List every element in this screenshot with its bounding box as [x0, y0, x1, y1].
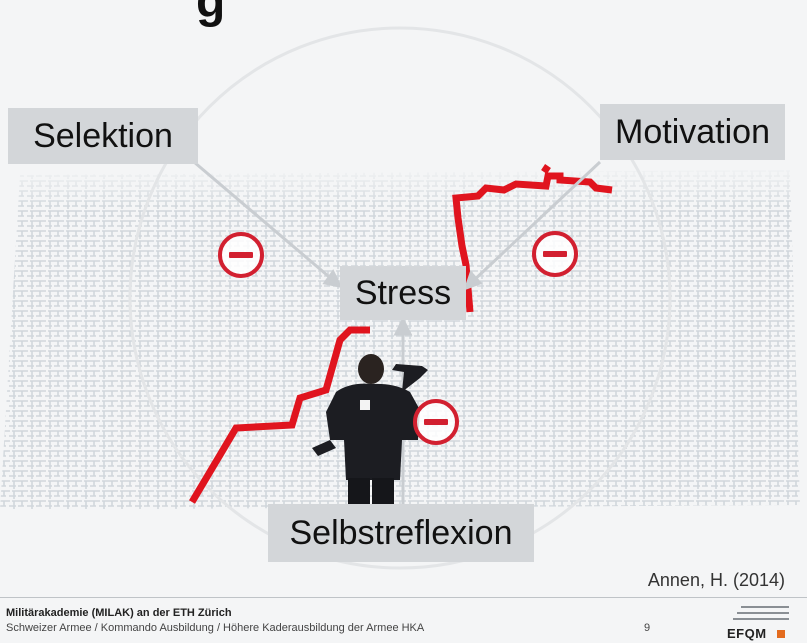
arrowhead-motivation	[463, 270, 483, 291]
cycle-circle	[128, 26, 672, 570]
footer-institution: Militärakademie (MILAK) an der ETH Züric…	[6, 607, 232, 619]
node-selbstreflexion: Selbstreflexion	[268, 504, 534, 562]
arrows	[193, 160, 602, 504]
page-number: 9	[644, 622, 651, 634]
efqm-logo-icon	[733, 606, 789, 638]
footer-organization: Schweizer Armee / Kommando Ausbildung / …	[6, 622, 425, 634]
minus-icon	[218, 232, 264, 278]
arrowhead-selbstreflexion	[393, 316, 413, 336]
minus-icon	[532, 231, 578, 277]
arrowhead-selektion	[322, 269, 343, 289]
maze-field	[0, 165, 807, 510]
node-stress: Stress	[340, 266, 466, 320]
node-motivation: Motivation	[600, 104, 785, 160]
person-figure	[312, 354, 428, 504]
minus-icon	[413, 399, 459, 445]
footer-divider	[0, 597, 807, 598]
logo-text: EFQM	[727, 626, 767, 641]
slide-title-fragment: g	[196, 0, 226, 28]
arrow-motivation-stress	[470, 160, 602, 284]
node-selektion: Selektion	[8, 108, 198, 164]
red-path	[188, 164, 613, 504]
arrow-selektion-stress	[193, 160, 335, 283]
citation: Annen, H. (2014)	[647, 570, 785, 590]
